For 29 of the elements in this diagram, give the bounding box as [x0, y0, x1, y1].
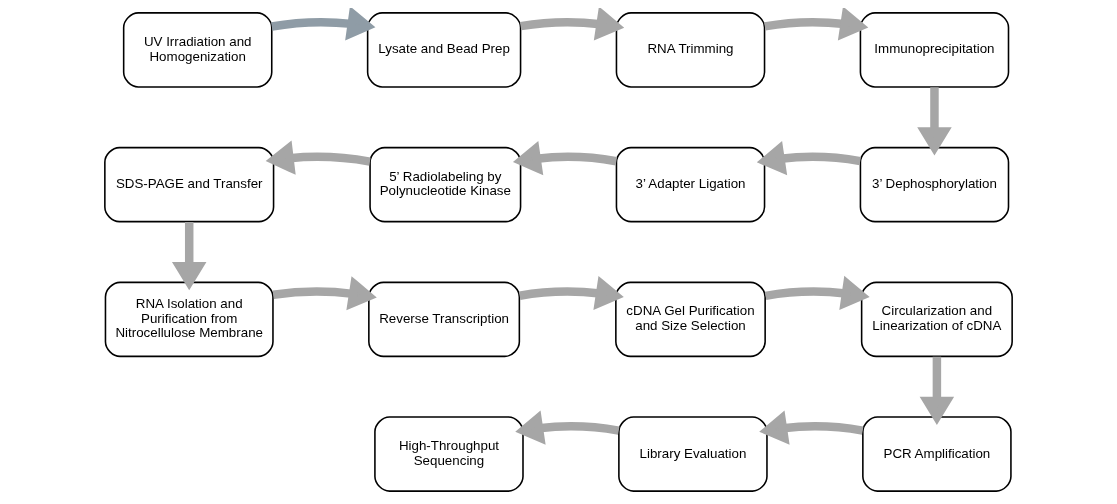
arrow [519, 8, 625, 41]
arrow [764, 275, 870, 310]
arrow [917, 87, 952, 156]
arrow [271, 8, 376, 41]
node-box: 5’ Radiolabeling by Polynucleotide Kinase [369, 146, 522, 223]
arrow [272, 276, 377, 311]
node-box: Library Evaluation [618, 416, 768, 492]
node-box: Reverse Transcription [368, 281, 521, 358]
arrow [265, 140, 371, 175]
arrow [171, 222, 207, 291]
arrow [759, 410, 864, 445]
arrow [518, 275, 624, 311]
arrow [756, 141, 861, 176]
arrow [512, 141, 618, 176]
node-box: High-Throughput Sequencing [374, 416, 524, 492]
node-box: 3’ Dephosphorylation [859, 146, 1010, 223]
node-box: RNA Trimming [615, 12, 766, 88]
node-box: UV Irradiation and Homogenization [122, 12, 273, 88]
node-box: cDNA Gel Purification and Size Selection [615, 281, 766, 358]
arrow [764, 8, 869, 41]
node-box: 3’ Adapter Ligation [615, 146, 766, 223]
arrow [919, 356, 955, 425]
node-box: SDS-PAGE and Transfer [104, 146, 275, 223]
arrow [515, 410, 620, 445]
node-box: Immunoprecipitation [859, 12, 1010, 88]
node-box: Circularization and Linearization of cDNA [860, 281, 1013, 358]
node-box: RNA Isolation and Purification from Nitrocellulose Membrane [104, 281, 274, 358]
node-box: Lysate and Bead Prep [366, 12, 522, 88]
node-box: PCR Amplification [862, 416, 1012, 492]
